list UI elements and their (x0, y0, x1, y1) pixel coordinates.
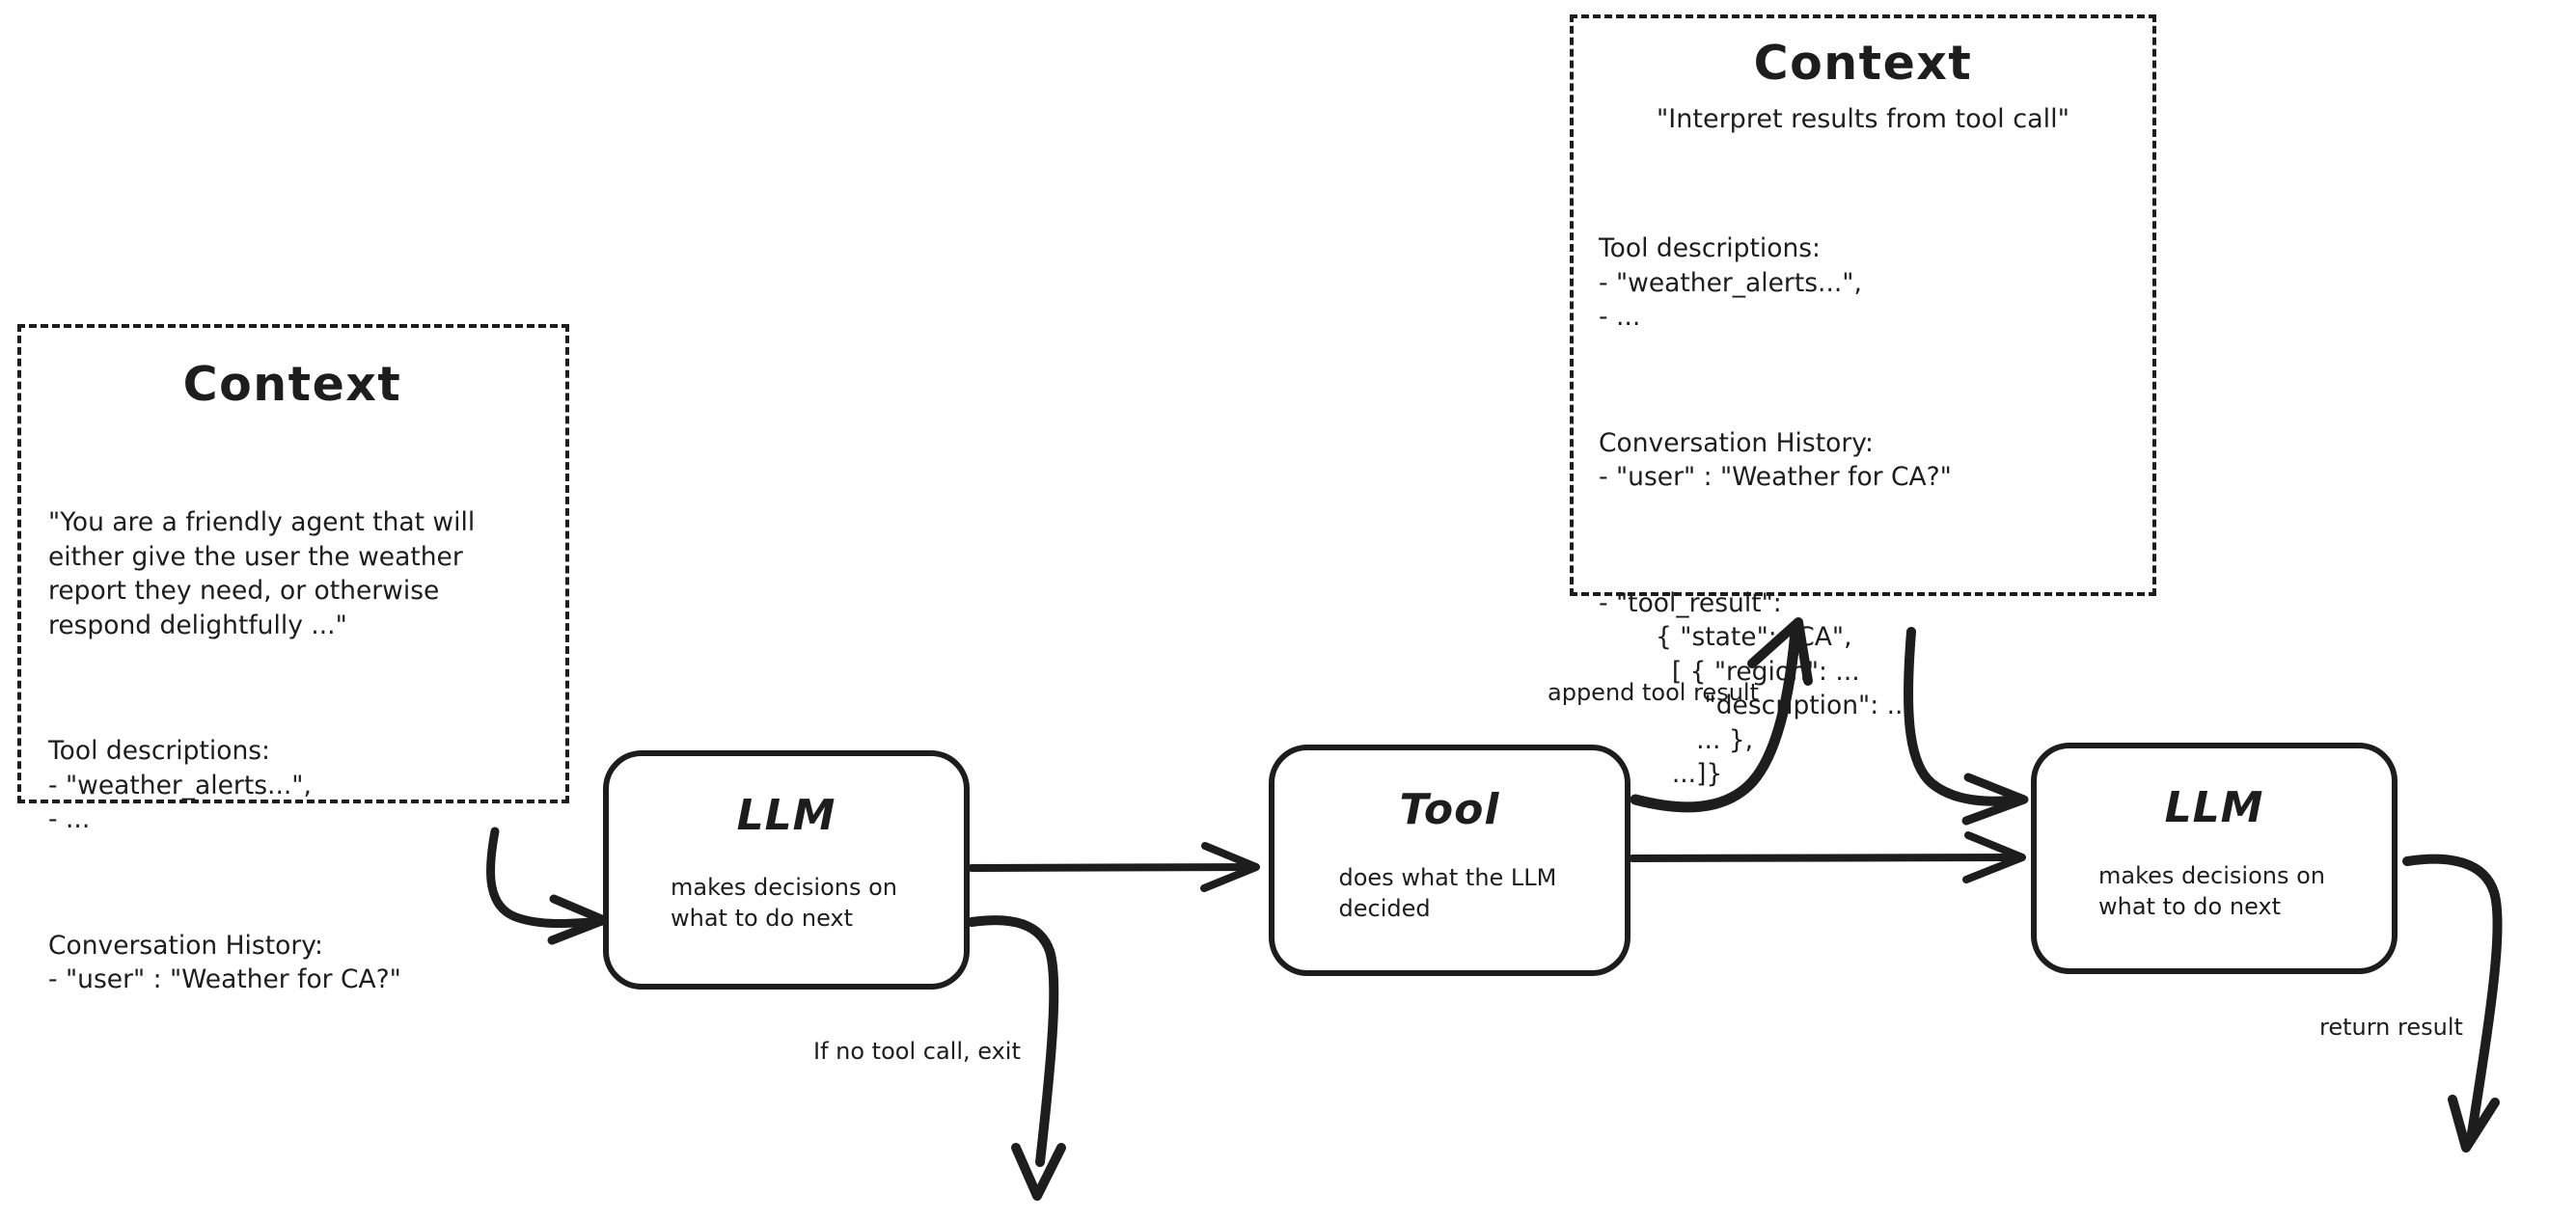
node-llm-2[interactable]: LLM makes decisions on what to do next (2031, 743, 2398, 974)
context-left-tool-descriptions-items: - "weather_alerts...", - ... (48, 770, 312, 835)
node-llm-2-title: LLM (2164, 783, 2264, 832)
context-right-instruction: "Interpret results from tool call" (1656, 104, 2070, 134)
context-left-system-prompt: "You are a friendly agent that will eith… (48, 507, 476, 640)
context-box-right: Context "Interpret results from tool cal… (1570, 14, 2156, 789)
context-left-tool-descriptions-heading: Tool descriptions: (48, 736, 270, 766)
context-right-body: Tool descriptions: - "weather_alerts...",… (1599, 163, 2127, 860)
context-left-conversation-heading: Conversation History: (48, 930, 323, 961)
edge-llm2-return (2402, 854, 2503, 1153)
context-right-conversation-user: - "user" : "Weather for CA?" (1599, 462, 1952, 492)
node-llm-2-subtitle: makes decisions on what to do next (2098, 862, 2325, 920)
context-left-title: Context (182, 357, 402, 412)
context-right-title: Context (1753, 36, 1973, 91)
context-left-conversation: Conversation History:- "user" : "Weather… (48, 929, 536, 997)
context-box-left: Context "You are a friendly agent that w… (17, 324, 569, 994)
context-right-conversation-heading: Conversation History: (1599, 427, 1874, 458)
node-tool[interactable]: Tool does what the LLM decided (1269, 745, 1631, 976)
node-tool-title: Tool (1399, 785, 1500, 834)
node-llm-1[interactable]: LLM makes decisions on what to do next (603, 750, 970, 990)
node-tool-subtitle: does what the LLM decided (1338, 864, 1557, 922)
context-left-tool-descriptions: Tool descriptions: - "weather_alerts...",… (48, 734, 536, 837)
edge-label-append-tool-result: append tool result (1548, 679, 1759, 706)
context-right-tool-result: - "tool_result": { "state": "CA", [ { "r… (1599, 587, 1911, 790)
context-right-tool-descriptions: Tool descriptions: - "weather_alerts...",… (1599, 231, 2127, 335)
edge-llm1-to-tool (968, 842, 1260, 892)
edge-label-if-no-tool-call-exit: If no tool call, exit (813, 1038, 1021, 1065)
node-llm-1-title: LLM (736, 791, 836, 840)
context-right-tool-descriptions-items: - "weather_alerts...", - ... (1599, 267, 1862, 333)
edge-label-return-result: return result (2319, 1014, 2463, 1041)
context-right-conversation: Conversation History: - "user" : "Weather… (1599, 426, 2127, 495)
context-left-body: "You are a friendly agent that will eith… (48, 437, 536, 1066)
context-right-tool-descriptions-heading: Tool descriptions: (1599, 233, 1821, 263)
node-llm-1-subtitle: makes decisions on what to do next (671, 874, 897, 932)
context-left-conversation-items: - "user" : "Weather for CA?" (48, 964, 401, 994)
